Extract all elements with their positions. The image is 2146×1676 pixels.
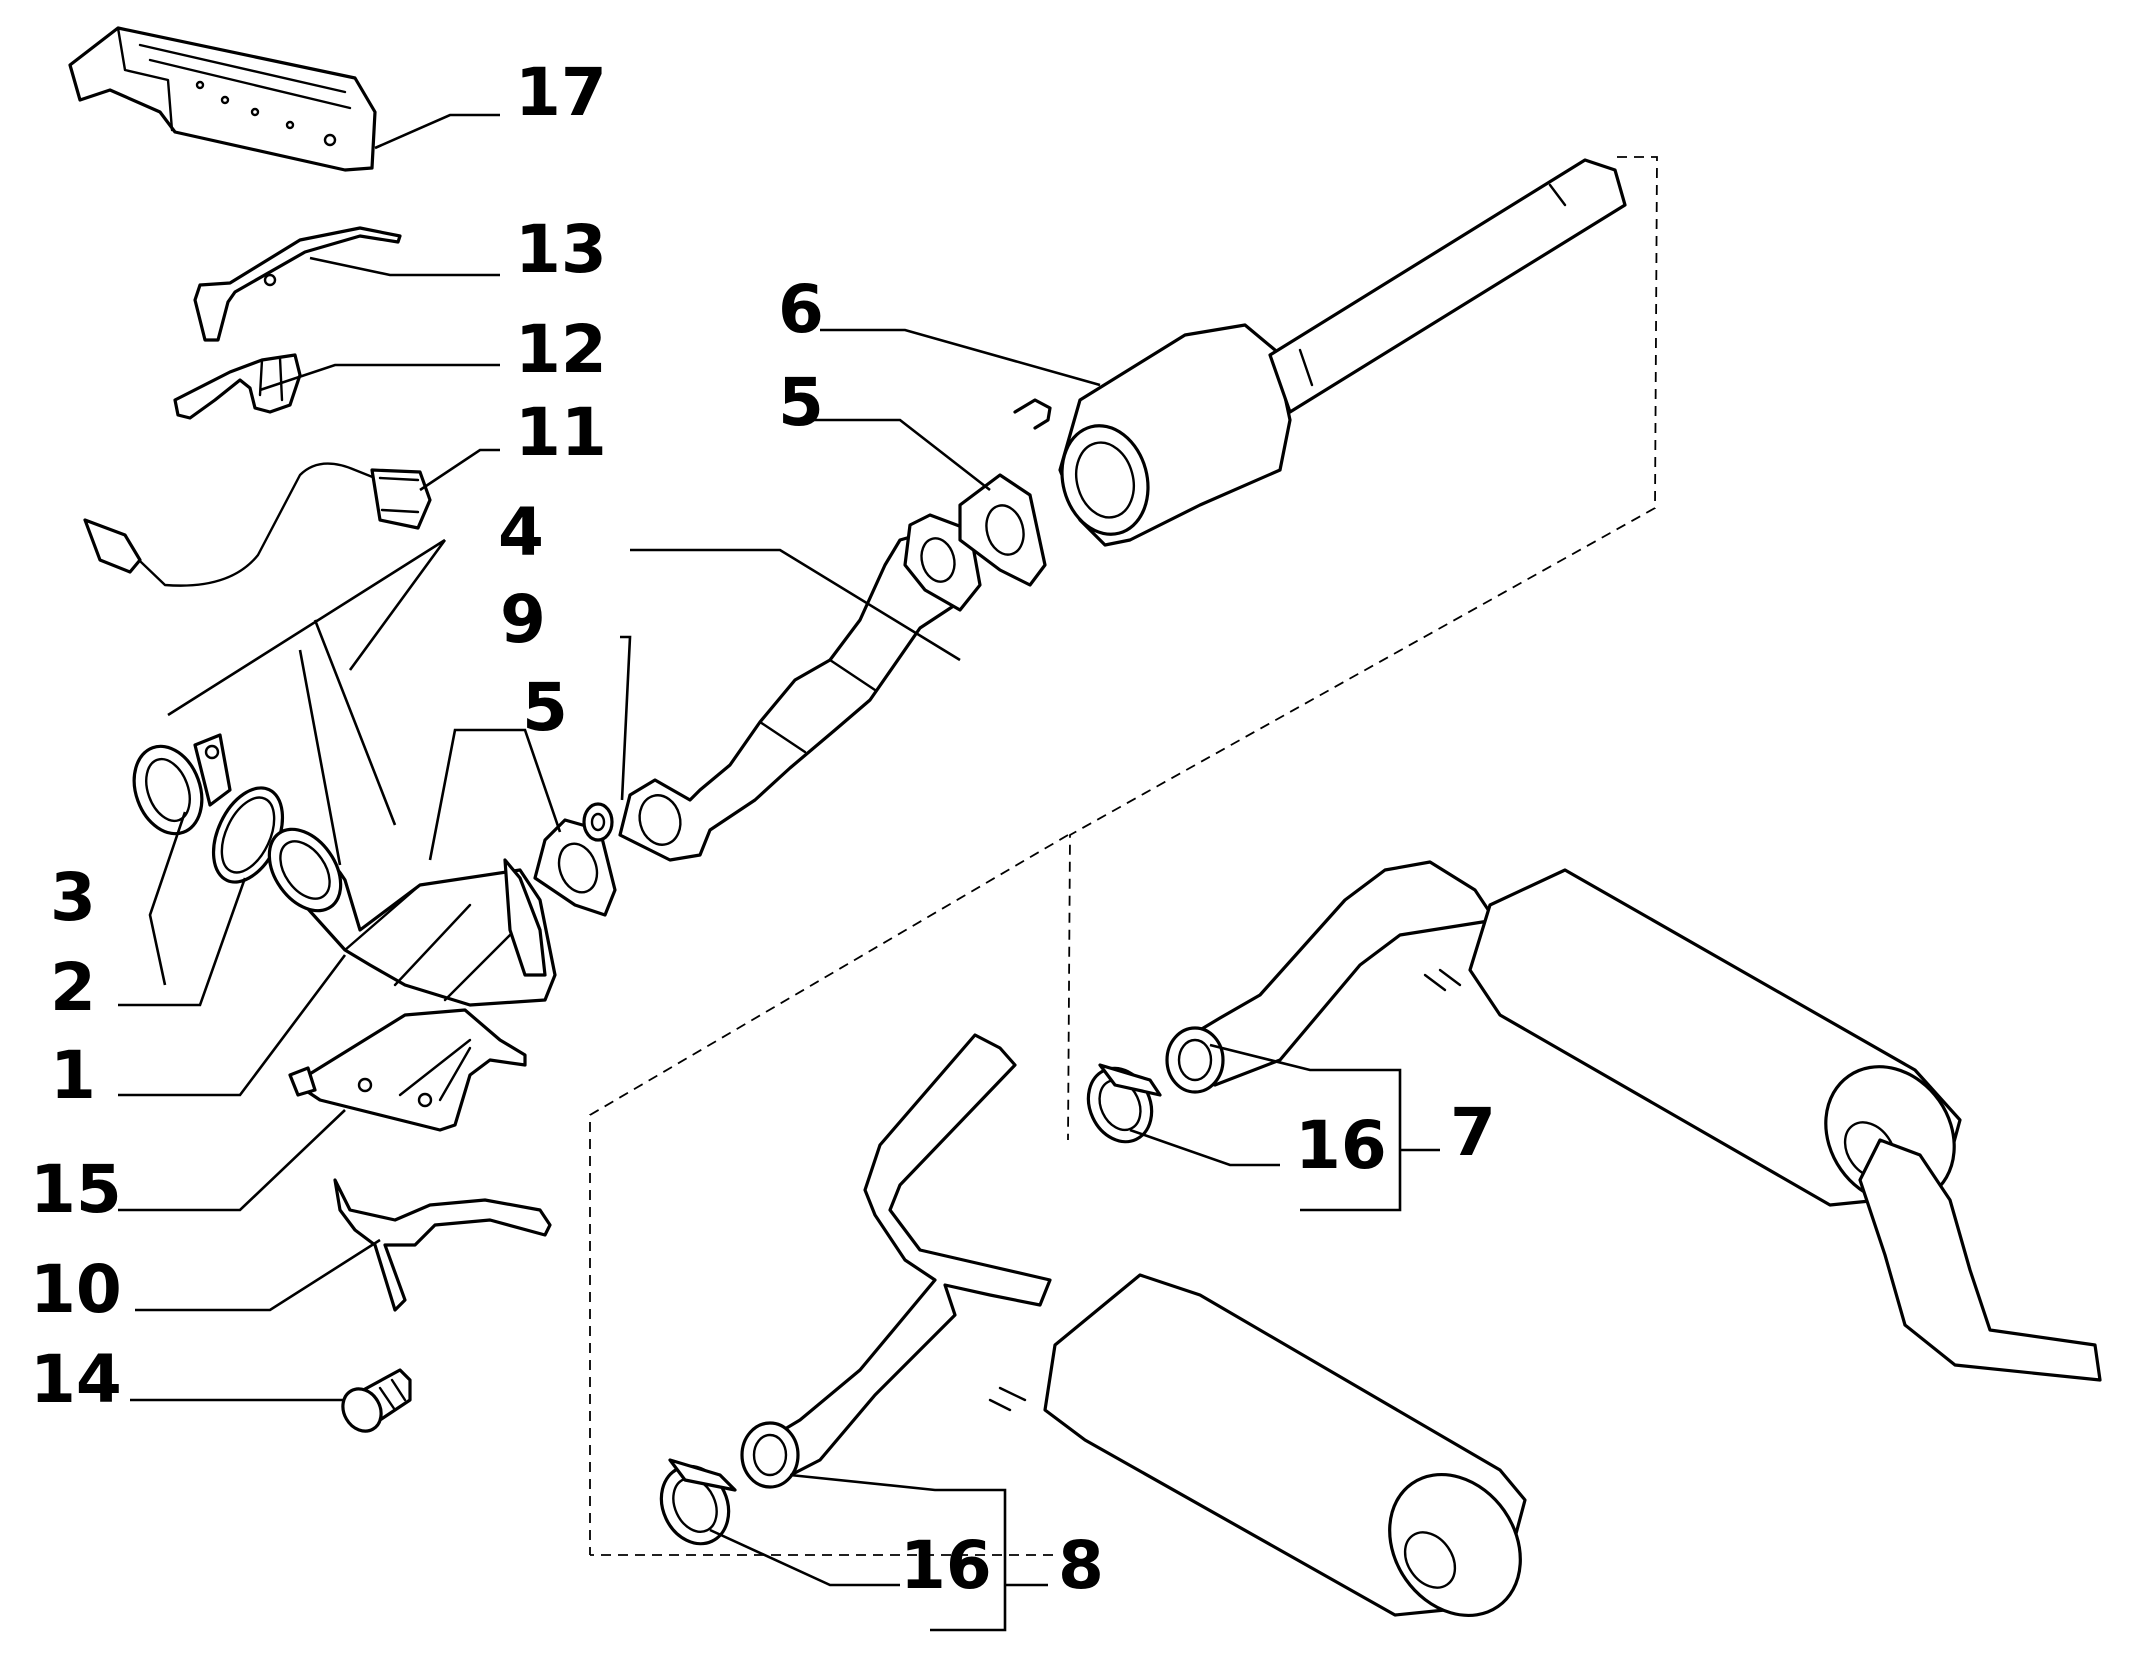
rear-muffler-8-part (740, 1033, 1527, 1618)
callout-13: 13 (515, 211, 607, 288)
bracket-15-part (288, 1008, 527, 1132)
bolt-14-part (341, 1368, 412, 1433)
catalytic-converter-part (267, 827, 557, 1007)
rear-muffler-7-part (1165, 860, 2102, 1382)
callout-5-lower: 5 (522, 669, 568, 746)
callout-4: 4 (498, 494, 544, 571)
callout-9: 9 (500, 581, 546, 658)
particulate-filter-6-part (1013, 158, 1627, 547)
callout-6: 6 (778, 271, 824, 348)
callout-17: 17 (515, 54, 607, 131)
callout-16-lower: 16 (900, 1527, 992, 1604)
callout-16-upper: 16 (1295, 1107, 1387, 1184)
callout-1: 1 (50, 1037, 96, 1114)
callout-8: 8 (1058, 1527, 1104, 1604)
callout-11: 11 (515, 394, 607, 471)
callout-10: 10 (30, 1251, 122, 1328)
callout-2: 2 (50, 949, 96, 1026)
clip-bracket-12-part (173, 353, 302, 420)
clamp-16-upper-part (1086, 1063, 1162, 1144)
flange-gasket-5-lower-part (533, 818, 617, 917)
clamp-3-part (132, 733, 232, 836)
callout-labels: 17 13 12 11 6 5 4 9 5 3 2 1 15 10 14 16 … (30, 54, 1496, 1604)
ring-gasket-2-part (211, 786, 285, 884)
callout-15: 15 (30, 1151, 122, 1228)
bracket-10-part (333, 1178, 552, 1312)
callout-3: 3 (50, 859, 96, 936)
callout-14: 14 (30, 1341, 122, 1418)
heat-shield-part (68, 26, 377, 172)
flange-gasket-5-upper-part (958, 473, 1047, 587)
front-pipe-4-part (618, 513, 982, 862)
callout-12: 12 (515, 311, 607, 388)
nut-9-part (582, 802, 614, 842)
bracket-13-part (193, 226, 402, 342)
callout-5-upper: 5 (778, 364, 824, 441)
callout-7: 7 (1450, 1094, 1496, 1171)
leader-lines (118, 113, 1440, 1632)
group-outlines (589, 156, 1658, 1556)
lambda-sensor-part (83, 462, 432, 587)
clamp-16-lower-part (659, 1458, 737, 1546)
